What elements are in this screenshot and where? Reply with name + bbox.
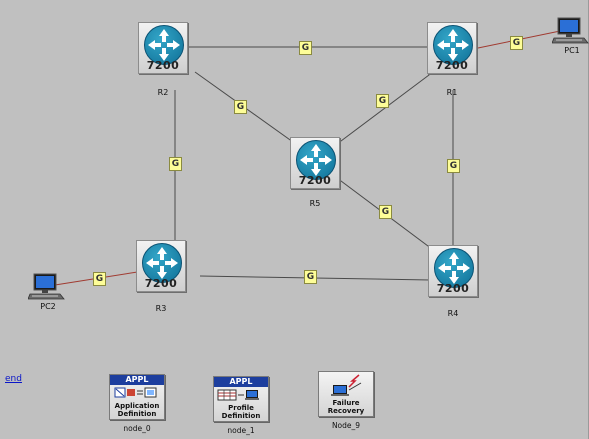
link-label-r3-r4: G xyxy=(304,270,317,284)
link-r2-r5[interactable] xyxy=(194,71,301,148)
router-model: 7200 xyxy=(146,59,180,72)
host-pc1[interactable]: PC1 xyxy=(551,16,589,56)
node-body: APPL Profile Definition xyxy=(213,376,269,422)
router-label: R2 xyxy=(157,88,169,97)
link-label-r1-pc1: G xyxy=(510,36,523,50)
router-icon xyxy=(144,25,184,65)
router-label: R4 xyxy=(447,309,459,318)
link-label-pc2-r3: G xyxy=(93,272,106,286)
node-label: Node_9 xyxy=(331,421,361,430)
router-model: 7200 xyxy=(298,174,332,187)
node-title-line2: Recovery xyxy=(327,407,365,415)
link-label-r1-r4: G xyxy=(447,159,460,173)
profile-definition-node[interactable]: APPL Profile Definition node_1 xyxy=(213,376,269,435)
node-title-line2: Definition xyxy=(221,412,261,420)
router-r3[interactable]: 7200 R3 xyxy=(136,240,186,313)
link-label-r5-r4: G xyxy=(379,205,392,219)
node-title-line2: Definition xyxy=(117,410,157,418)
node-title-line1: Application xyxy=(114,402,160,410)
router-icon xyxy=(433,25,473,65)
link-label-r2-r1: G xyxy=(299,41,312,55)
host-label: PC1 xyxy=(564,46,580,55)
router-r2[interactable]: 7200 R2 xyxy=(138,22,188,97)
router-label: R5 xyxy=(309,199,321,208)
router-label: R1 xyxy=(446,88,458,97)
legend-link[interactable]: end xyxy=(5,374,22,384)
router-r4[interactable]: 7200 R4 xyxy=(428,245,478,318)
failure-recovery-node[interactable]: Failure Recovery Node_9 xyxy=(318,371,374,430)
application-icon xyxy=(114,387,157,398)
router-icon xyxy=(434,248,474,288)
workstation-icon xyxy=(27,273,65,300)
node-title-line1: Failure xyxy=(332,399,360,407)
host-pc2[interactable]: PC2 xyxy=(27,272,68,312)
router-r1[interactable]: 7200 R1 xyxy=(427,22,477,97)
link-r1-r5[interactable] xyxy=(332,71,434,148)
failure-recovery-icon xyxy=(331,374,362,396)
router-r5[interactable]: 7200 R5 xyxy=(290,137,340,208)
node-label: node_0 xyxy=(123,424,151,433)
router-model: 7200 xyxy=(435,59,469,72)
node-label: node_1 xyxy=(227,426,255,435)
node-body: APPL Application Definition xyxy=(109,374,165,420)
link-label-r1-r5: G xyxy=(376,94,389,108)
link-label-r2-r3: G xyxy=(169,157,182,171)
router-icon xyxy=(296,140,336,180)
router-model: 7200 xyxy=(436,282,470,295)
link-label-r2-r5: G xyxy=(234,100,247,114)
router-model: 7200 xyxy=(144,277,178,290)
node-body: Failure Recovery xyxy=(318,371,374,417)
workstation-icon xyxy=(551,17,589,44)
host-label: PC2 xyxy=(40,302,56,311)
appl-band: APPL xyxy=(214,377,268,387)
router-label: R3 xyxy=(155,304,167,313)
node-title-line1: Profile xyxy=(228,404,254,412)
appl-band: APPL xyxy=(110,375,164,385)
application-definition-node[interactable]: APPL Application Definition node_0 xyxy=(109,374,165,433)
router-icon xyxy=(142,243,182,283)
profile-icon xyxy=(217,389,259,401)
